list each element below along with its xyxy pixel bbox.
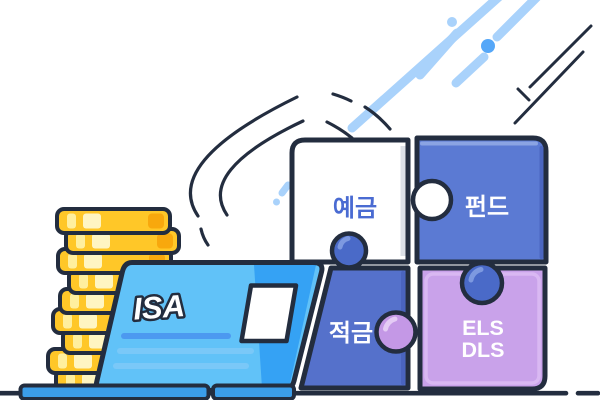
isa-label: ISA <box>132 288 186 327</box>
comet-line-mid <box>415 28 462 80</box>
deposit-piece-shadow <box>400 146 406 256</box>
comet-line-short <box>451 52 489 88</box>
arc-outer <box>188 95 299 218</box>
laptop-base-left <box>18 383 211 400</box>
speed-line-1 <box>528 24 593 89</box>
puzzle-knob-white <box>410 178 454 222</box>
els-label: ELS <box>462 316 504 340</box>
puzzle-knob-fund <box>459 260 505 306</box>
laptop-base-right <box>211 383 296 400</box>
laptop: ISA <box>93 260 325 393</box>
arc-outer-right <box>363 105 392 131</box>
puzzle-knob-deposit <box>329 231 369 270</box>
arc-lines <box>188 92 392 247</box>
fund-label: 펀드 <box>465 194 509 221</box>
speed-lines <box>513 24 593 125</box>
comet-dot-pale <box>447 17 457 27</box>
laptop-sticker <box>239 283 299 344</box>
puzzle: 예금 펀드 적금 ELS DLS <box>289 135 549 392</box>
splash-droplet <box>273 181 292 206</box>
arc-outer-right-dash <box>331 92 353 103</box>
dls-label: DLS <box>462 338 505 362</box>
deposit-label: 예금 <box>333 195 377 222</box>
arc-inner-right <box>325 120 354 140</box>
arc-inner <box>218 119 305 217</box>
laptop-base <box>18 383 296 400</box>
speed-line-dash <box>516 87 531 102</box>
arc-outer-dash <box>199 227 210 247</box>
comet-dot-bright <box>481 39 495 53</box>
puzzle-piece-els-dls <box>417 265 548 392</box>
droplet-line <box>278 181 292 197</box>
savings-label: 적금 <box>329 320 373 347</box>
puzzle-piece-deposit <box>289 137 411 265</box>
puzzle-piece-fund <box>414 135 549 265</box>
comet-line-upper <box>492 0 541 42</box>
speed-line-2 <box>513 50 585 125</box>
comet-line-long <box>347 0 503 133</box>
puzzle-knob-purple <box>374 310 418 354</box>
comet-streaks <box>347 0 541 133</box>
coin <box>55 207 172 235</box>
puzzle-piece-savings <box>298 265 411 391</box>
droplet-dot <box>273 198 280 206</box>
